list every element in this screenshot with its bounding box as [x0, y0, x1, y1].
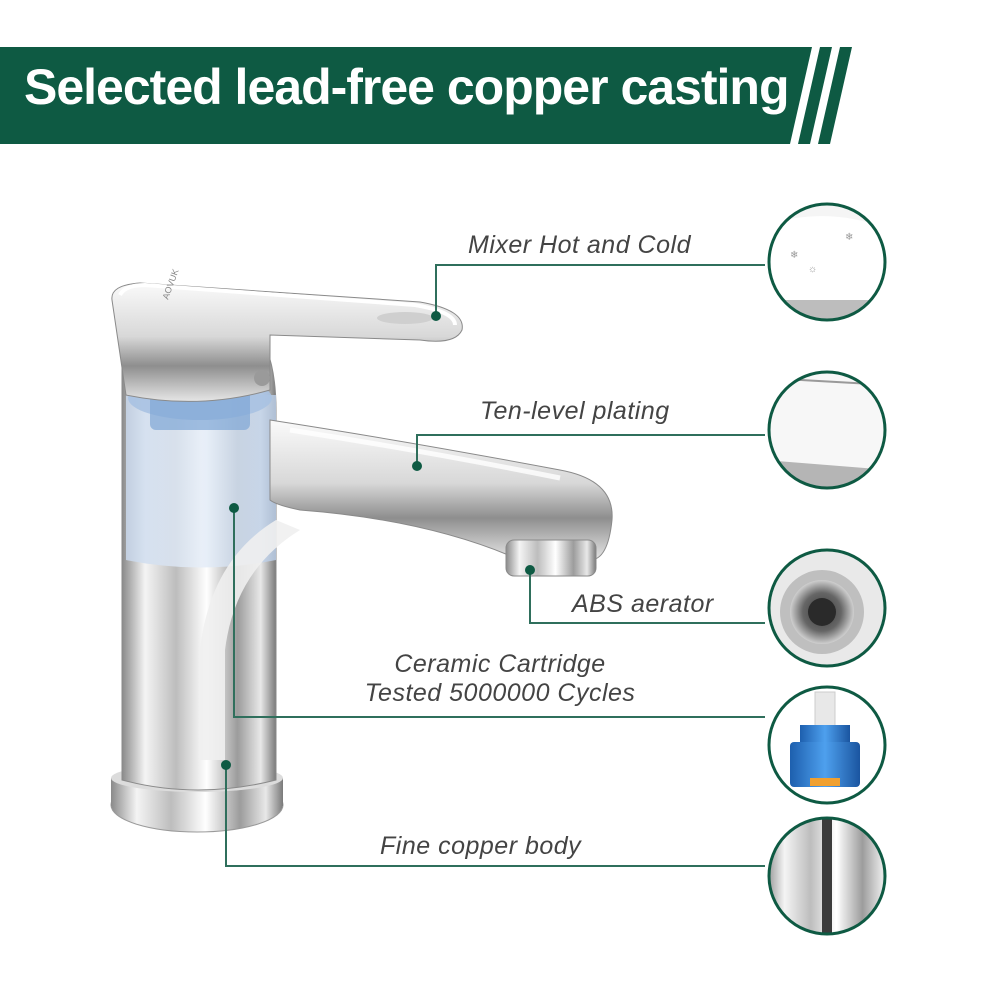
leader-lines	[225, 264, 765, 867]
svg-text:☼: ☼	[808, 264, 817, 275]
spout-highlight	[289, 427, 561, 481]
faucet-spout	[269, 419, 613, 561]
handle-tip-slot	[377, 312, 433, 324]
banner-stripe	[818, 47, 852, 144]
callout-label-cartridge-line2: Tested 5000000 Cycles	[364, 679, 636, 707]
page-title: Selected lead-free copper casting	[24, 59, 790, 115]
title-banner	[0, 47, 852, 144]
callout-label-body: Fine copper body	[380, 832, 582, 860]
detail-circle-aerator	[767, 548, 887, 668]
faucet-handle	[111, 282, 463, 402]
leader-dot	[412, 461, 422, 471]
detail-circle-mixer: ❄ ❄ ☼	[767, 202, 887, 322]
callout-label-plating: Ten-level plating	[480, 397, 670, 425]
callout-label-cartridge-line1: Ceramic Cartridge	[394, 650, 606, 678]
aerator	[505, 539, 597, 577]
leader-dot	[229, 503, 239, 513]
handle-lever-top	[118, 282, 457, 326]
callout-label-aerator: ABS aerator	[572, 590, 714, 618]
svg-text:❄: ❄	[845, 232, 853, 243]
faucet: AOVUK	[110, 268, 613, 833]
leader-dot	[525, 565, 535, 575]
banner-stripe	[798, 47, 832, 144]
cartridge-cutaway	[126, 395, 276, 568]
detail-circle-body	[767, 816, 887, 936]
spout-underside	[200, 520, 300, 760]
detail-circle-plating	[767, 370, 887, 490]
svg-text:❄: ❄	[790, 250, 798, 261]
leader-body	[225, 765, 765, 867]
leader-plating	[416, 434, 765, 466]
banner-background	[0, 47, 812, 144]
handle-screw	[254, 370, 270, 386]
leader-aerator	[529, 570, 765, 624]
detail-circle-cartridge	[767, 685, 887, 805]
callout-label-cartridge: Ceramic Cartridge Tested 5000000 Cycles	[330, 650, 670, 708]
leader-dot	[221, 760, 231, 770]
leader-dot	[431, 311, 441, 321]
leader-dots	[221, 311, 535, 770]
callout-label-mixer: Mixer Hot and Cold	[468, 231, 691, 259]
leader-cartridge	[233, 508, 765, 718]
leader-mixer	[435, 264, 765, 316]
